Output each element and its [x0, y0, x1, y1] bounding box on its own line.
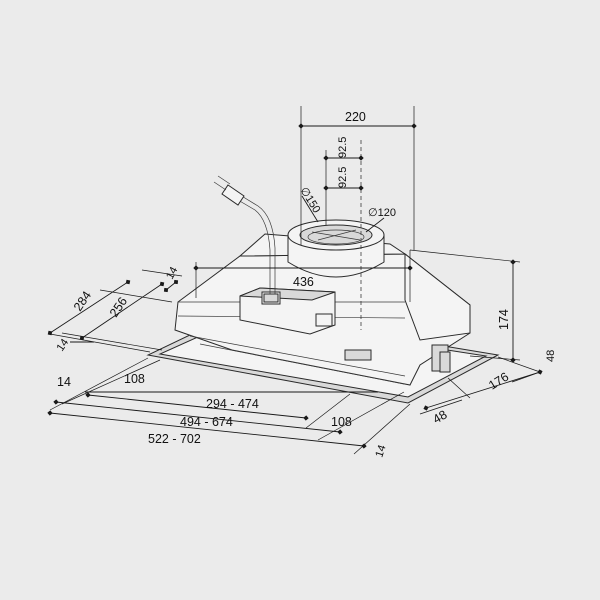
dim-48-right-top-label: 48	[545, 350, 557, 362]
dimension-lines	[47, 106, 543, 455]
filter-edge-2	[199, 343, 405, 385]
filter-edge	[189, 335, 406, 377]
dim-14-mid-left-label: 14	[55, 337, 72, 354]
dim-522-702-label: 522 - 702	[148, 432, 201, 446]
dim-294-474-label: 294 - 474	[206, 397, 259, 411]
dim-108-right-label: 108	[331, 415, 352, 429]
hood-unit	[146, 219, 500, 404]
dim-14-top-left-label: 14	[164, 265, 180, 281]
dim-436-label: 436	[293, 275, 314, 289]
dim-14-low-left-label: 14	[57, 375, 71, 389]
dim-494-674-label: 494 - 674	[180, 415, 233, 429]
housing-right-side	[404, 252, 471, 341]
dim-176-label: 176	[486, 370, 511, 393]
dim-256-label: 256	[107, 295, 130, 320]
filter-clip-center	[344, 349, 372, 361]
dim-174-label: 174	[497, 309, 511, 330]
dim-48-right-low-label: 48	[431, 407, 450, 426]
dim-92-5-upper-label: 92.5	[337, 137, 349, 158]
dim-14-right-low-label: 14	[373, 444, 388, 459]
dim-92-5-lower-label: 92.5	[337, 167, 349, 188]
filter-clip-right-2	[439, 351, 451, 373]
capacitor	[315, 313, 333, 327]
dim-diameter-120-label: ∅120	[368, 207, 396, 219]
dimension-labels: 220 92.5 92.5 ∅150 ∅120 436 14 284 256 1…	[55, 110, 557, 459]
dim-220-label: 220	[345, 110, 366, 124]
cable-gland	[263, 293, 279, 303]
dim-284-label: 284	[71, 289, 94, 314]
power-cable	[213, 175, 279, 303]
dim-108-left-label: 108	[124, 372, 145, 386]
